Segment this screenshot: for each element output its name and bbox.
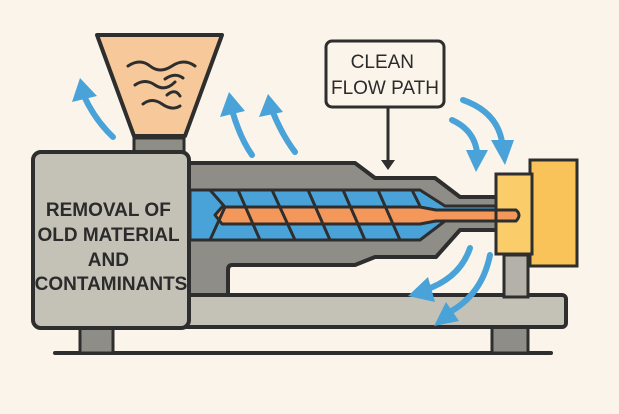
arrow-up-icon: [269, 107, 298, 155]
arrow-curl-icon: [422, 245, 473, 293]
control-box: [31, 150, 191, 330]
purge-arrows: [72, 78, 514, 326]
control-box-label: REMOVAL OF OLD MATERIAL AND CONTAMINANTS: [35, 200, 188, 295]
hopper-material-waves: [126, 60, 197, 110]
base-rail: [168, 293, 568, 329]
arrow-up-icon: [229, 107, 255, 158]
mold-half-back: [528, 158, 579, 268]
mold-post: [502, 253, 530, 299]
melt-flow: [213, 205, 521, 226]
callout-box: [324, 39, 446, 109]
arrow-down-icon: [460, 97, 505, 145]
arrow-up-icon: [81, 93, 116, 140]
callout-pointer-arrowhead: [381, 160, 395, 170]
arrow-curl-icon: [445, 252, 493, 316]
callout-label: CLEAN FLOW PATH: [331, 52, 439, 99]
hopper: [95, 33, 224, 138]
screw-flights: [208, 189, 422, 241]
arrow-down-icon: [449, 117, 480, 155]
nozzle-tip: [494, 208, 521, 223]
leg-right: [490, 323, 530, 355]
